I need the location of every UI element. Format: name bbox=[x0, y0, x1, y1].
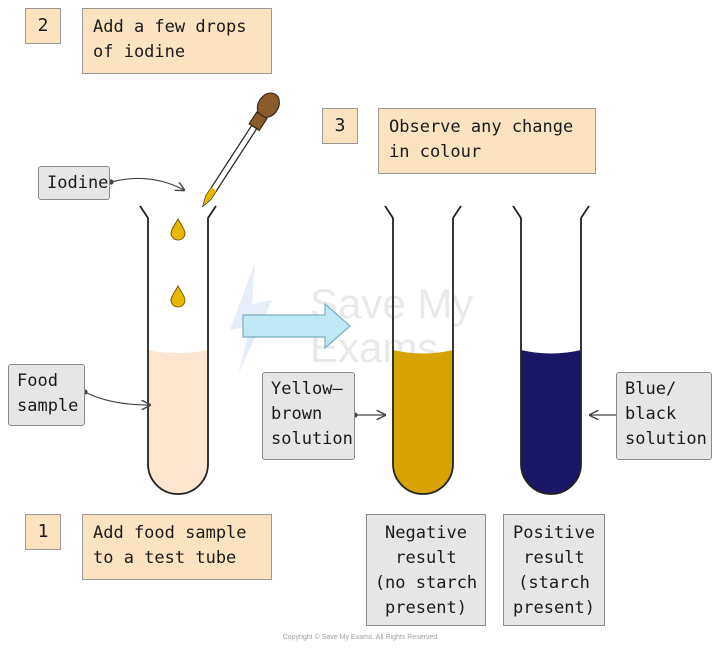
test-tube-food-sample bbox=[139, 205, 217, 495]
tube-outline bbox=[139, 205, 217, 495]
tube-outline bbox=[512, 205, 590, 495]
iodine-dropper bbox=[201, 92, 280, 208]
food-sample-label: Food sample bbox=[8, 364, 85, 426]
tube-outline bbox=[384, 205, 462, 495]
positive-result-box: Positive result (starch present) bbox=[503, 514, 605, 626]
step-2-text: Add a few drops of iodine bbox=[82, 8, 272, 74]
blue-black-liquid bbox=[521, 350, 581, 494]
step-1-number: 1 bbox=[25, 514, 61, 550]
step-1-text: Add food sample to a test tube bbox=[82, 514, 272, 580]
iodine-pointer bbox=[110, 177, 184, 190]
step-3-text: Observe any change in colour bbox=[378, 108, 596, 174]
test-tube-positive bbox=[512, 205, 590, 495]
food-sample-pointer bbox=[84, 391, 150, 405]
copyright-notice: Copyright © Save My Exams. All Rights Re… bbox=[282, 634, 438, 641]
step-3-number: 3 bbox=[322, 108, 358, 144]
step-2-number: 2 bbox=[25, 8, 61, 44]
dropper-iodine bbox=[203, 187, 217, 206]
yellow-brown-label: Yellow– brown solution bbox=[262, 372, 355, 460]
process-arrow bbox=[242, 302, 351, 350]
iodine-drop bbox=[170, 217, 186, 241]
food-sample-liquid bbox=[148, 350, 208, 494]
blue-black-label: Blue/ black solution bbox=[616, 372, 712, 460]
iodine-drop bbox=[170, 284, 186, 308]
test-tube-negative bbox=[384, 205, 462, 495]
negative-result-box: Negative result (no starch present) bbox=[366, 514, 486, 626]
yellow-brown-liquid bbox=[393, 350, 453, 494]
iodine-label: Iodine bbox=[38, 166, 110, 200]
